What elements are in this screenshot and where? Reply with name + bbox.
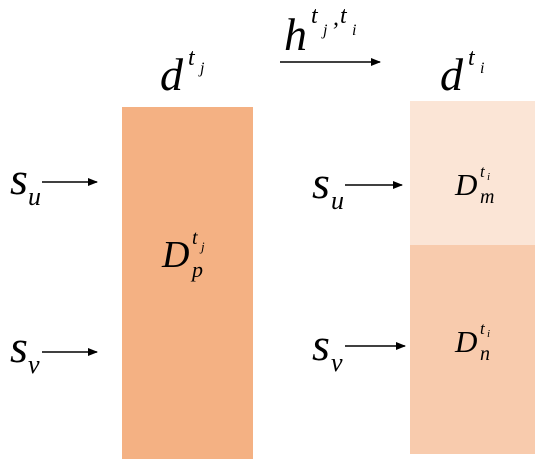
target-m-sup-t: t <box>480 162 485 181</box>
target-block-n-label: D t i n <box>455 320 515 370</box>
transform-sup-t: t <box>311 3 318 29</box>
right-title-sup-t: t <box>468 45 475 71</box>
source-block-label: D t j p <box>162 228 232 288</box>
left-title: d t j <box>160 44 230 99</box>
transform-sup-comma: , <box>333 5 339 31</box>
left-signal-su: s u <box>10 150 50 210</box>
transform-sup-j: j <box>323 22 328 39</box>
right-sv-symbol: s <box>312 319 330 370</box>
target-n-symbol: D <box>455 324 478 359</box>
left-title-sup-j: j <box>200 60 205 77</box>
source-block-sup-t: t <box>192 227 198 249</box>
left-su-symbol: s <box>10 153 28 204</box>
left-su-sub: u <box>28 182 41 211</box>
left-title-symbol: d <box>160 49 183 100</box>
target-m-sub: m <box>480 186 495 208</box>
right-title-sup-i: i <box>480 60 485 77</box>
right-su-symbol: s <box>312 157 330 208</box>
source-block-sup-j: j <box>201 239 205 254</box>
source-block-symbol: D <box>162 234 190 276</box>
left-sv-symbol: s <box>10 321 28 372</box>
target-block-m-label: D t i m <box>455 163 515 213</box>
left-sv-sub: v <box>28 350 40 379</box>
target-data-block-m <box>410 101 535 245</box>
left-signal-sv: s v <box>10 318 50 378</box>
right-signal-su: s u <box>312 154 352 214</box>
target-n-sub: n <box>480 343 490 365</box>
right-title: d t i <box>440 44 510 99</box>
transform-label: h t j , t i <box>284 4 414 60</box>
transform-sup-t2: t <box>340 3 347 29</box>
transform-sup-i: i <box>352 22 357 39</box>
target-m-sup-i: i <box>487 171 491 183</box>
right-su-sub: u <box>331 186 344 215</box>
source-data-block <box>122 107 253 459</box>
target-n-sup-t: t <box>480 319 485 338</box>
right-sv-sub: v <box>331 348 343 377</box>
target-data-block-n <box>410 245 535 454</box>
right-signal-sv: s v <box>312 316 352 376</box>
target-n-sup-i: i <box>487 328 491 340</box>
target-m-symbol: D <box>455 167 478 202</box>
source-block-sub-p: p <box>192 257 203 282</box>
transform-symbol: h <box>284 9 307 60</box>
right-title-symbol: d <box>440 49 463 100</box>
left-title-sup-t: t <box>188 45 195 71</box>
